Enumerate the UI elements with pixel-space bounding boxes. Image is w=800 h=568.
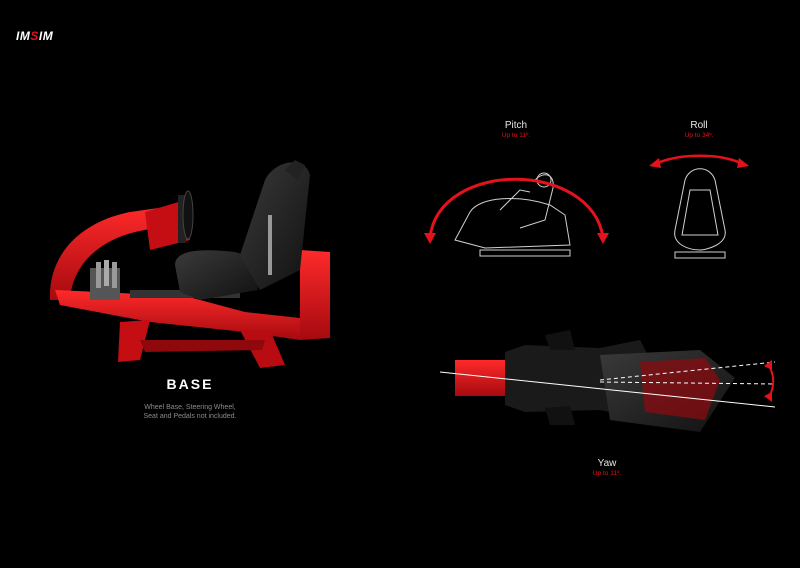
yaw-caption: Yaw Up to 11º. — [562, 458, 652, 477]
pitch-range: Up to 11º. — [501, 132, 531, 139]
pitch-label: Pitch — [504, 120, 528, 131]
pitch-arrow — [428, 177, 605, 238]
base-title: BASE — [166, 376, 214, 392]
roll-diagram — [674, 168, 726, 259]
brand-logo: IMSIM — [16, 29, 54, 43]
base-note: Wheel Base, Steering Wheel, Seat and Ped… — [143, 404, 237, 420]
roll-range: Up to 34º. — [684, 132, 714, 139]
yaw-offset-line — [599, 361, 776, 381]
yaw-diagram — [455, 330, 735, 432]
simulator-base-image — [49, 160, 330, 368]
roll-label: Roll — [690, 120, 708, 131]
yaw-range: Up to 11º. — [592, 470, 622, 477]
roll-arrow — [654, 154, 744, 166]
yaw-axis-line — [439, 371, 776, 408]
roll-caption: Roll Up to 34º. — [654, 120, 744, 139]
yaw-label: Yaw — [597, 458, 617, 469]
pitch-caption: Pitch Up to 11º. — [471, 120, 561, 139]
pitch-diagram — [454, 172, 571, 257]
